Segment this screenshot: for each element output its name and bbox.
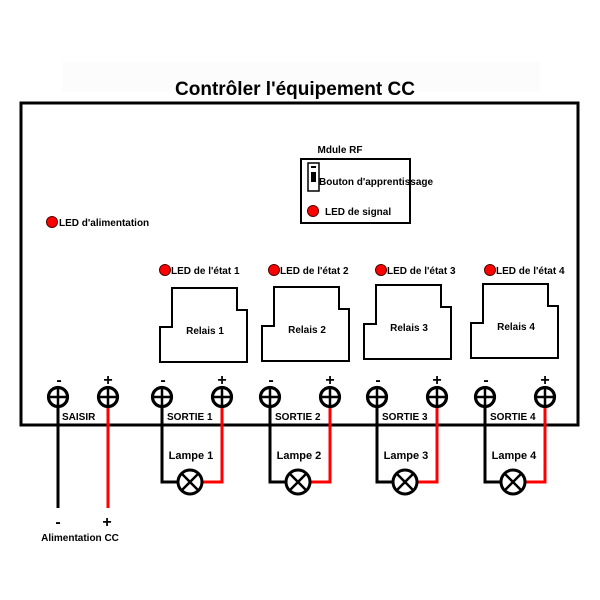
relay-box <box>363 284 452 360</box>
output-label: SORTIE 1 <box>167 412 213 423</box>
status-led-icon <box>268 264 280 276</box>
channel-1: LED de l'état 1 Relais 1 - + SORTIE 1 Lampe 1 <box>159 264 248 496</box>
learn-switch-notch <box>311 166 316 168</box>
signal-led-icon <box>307 205 319 217</box>
lamp-label: Lampe 3 <box>384 450 429 462</box>
output-3-negative-terminal[interactable] <box>365 385 389 409</box>
learn-button[interactable] <box>307 162 320 192</box>
negative-wire <box>268 406 286 484</box>
signal-led-label: LED de signal <box>325 207 391 218</box>
relay-label: Relais 4 <box>497 322 535 333</box>
relay-box <box>470 283 559 359</box>
relay-label: Relais 1 <box>186 326 224 337</box>
input-label: SAISIR <box>62 412 96 423</box>
power-supply-plus-sign: + <box>102 514 111 531</box>
output-plus-sign: + <box>432 372 441 389</box>
output-2-negative-terminal[interactable] <box>258 385 282 409</box>
status-led-label: LED de l'état 4 <box>496 266 565 277</box>
rf-module-label: Mdule RF <box>318 145 363 156</box>
negative-wire <box>375 406 393 484</box>
input-negative-terminal[interactable] <box>46 385 70 409</box>
output-minus-sign: - <box>160 372 165 389</box>
rf-module: Mdule RF Bouton d'apprentissage LED de s… <box>300 145 433 224</box>
relay-box <box>159 287 248 363</box>
output-4-positive-terminal[interactable] <box>533 385 557 409</box>
header-band <box>62 62 540 92</box>
input-plus-sign: + <box>103 372 112 389</box>
output-2-positive-terminal[interactable] <box>318 385 342 409</box>
power-supply-label: Alimentation CC <box>41 533 119 544</box>
channels: LED de l'état 1 Relais 1 - + SORTIE 1 Lampe 1… <box>159 264 565 496</box>
learn-switch-slider <box>311 172 316 182</box>
input-positive-terminal[interactable] <box>96 385 120 409</box>
negative-wire <box>483 406 501 484</box>
output-1-negative-terminal[interactable] <box>150 385 174 409</box>
lamp-icon <box>391 468 419 496</box>
power-led-icon <box>46 216 58 228</box>
diagram-title: Contrôler l'équipement CC <box>175 79 415 100</box>
output-plus-sign: + <box>217 372 226 389</box>
status-led-label: LED de l'état 1 <box>171 266 240 277</box>
positive-wire <box>202 406 224 484</box>
lamp-icon <box>176 468 204 496</box>
output-label: SORTIE 3 <box>382 412 428 423</box>
status-led-label: LED de l'état 2 <box>280 266 349 277</box>
relay-label: Relais 3 <box>390 323 428 334</box>
status-led-icon <box>484 264 496 276</box>
output-minus-sign: - <box>268 372 273 389</box>
positive-wire <box>417 406 439 484</box>
lamp-label: Lampe 2 <box>277 450 322 462</box>
output-minus-sign: - <box>375 372 380 389</box>
output-plus-sign: + <box>540 372 549 389</box>
input-terminals: - + SAISIR <box>56 372 112 423</box>
channel-3: LED de l'état 3 Relais 3 - + SORTIE 3 Lampe 3 <box>363 264 456 496</box>
output-3-positive-terminal[interactable] <box>425 385 449 409</box>
channel-4: LED de l'état 4 Relais 4 - + SORTIE 4 Lampe 4 <box>470 264 565 496</box>
output-label: SORTIE 2 <box>275 412 321 423</box>
negative-wire <box>160 406 178 484</box>
lamp-icon <box>284 468 312 496</box>
output-plus-sign: + <box>325 372 334 389</box>
output-minus-sign: - <box>483 372 488 389</box>
lamp-icon <box>499 468 527 496</box>
terminals <box>46 385 557 409</box>
output-4-negative-terminal[interactable] <box>473 385 497 409</box>
status-led-icon <box>159 264 171 276</box>
output-1-positive-terminal[interactable] <box>210 385 234 409</box>
lamp-label: Lampe 1 <box>169 450 214 462</box>
lamp-label: Lampe 4 <box>492 450 538 462</box>
status-led-label: LED de l'état 3 <box>387 266 456 277</box>
learn-button-label: Bouton d'apprentissage <box>319 177 433 188</box>
power-supply-minus-sign: - <box>55 514 60 531</box>
positive-wire <box>310 406 332 484</box>
status-led-icon <box>375 264 387 276</box>
channel-2: LED de l'état 2 Relais 2 - + SORTIE 2 Lampe 2 <box>261 264 350 496</box>
relay-box <box>261 286 350 362</box>
positive-wire <box>525 406 547 484</box>
relay-label: Relais 2 <box>288 325 326 336</box>
controller-box <box>19 101 580 427</box>
input-minus-sign: - <box>56 372 61 389</box>
power-led-label: LED d'alimentation <box>59 218 149 229</box>
output-label: SORTIE 4 <box>490 412 536 423</box>
